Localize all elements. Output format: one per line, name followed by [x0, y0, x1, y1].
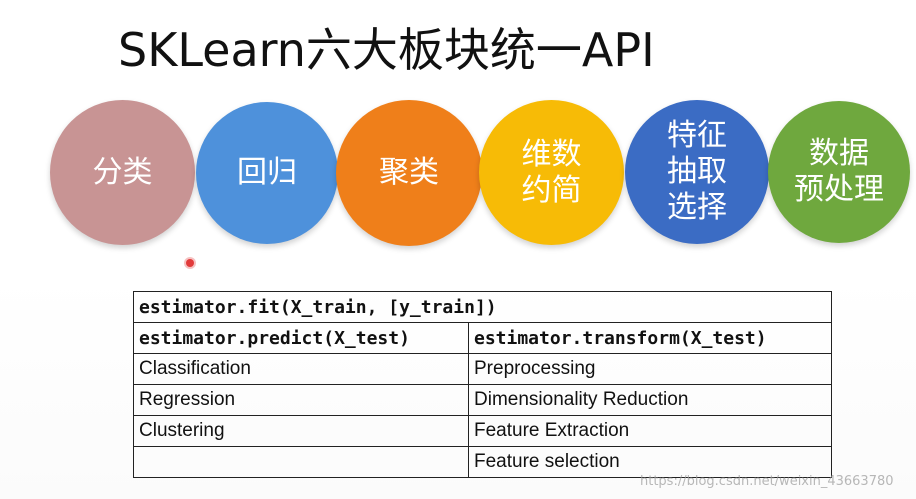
module-circle-clustering: 聚类	[336, 100, 482, 246]
module-circle-feature-extraction: 特征 抽取 选择	[625, 100, 769, 244]
slide-title: SKLearn六大板块统一API	[118, 23, 655, 77]
table-cell	[133, 446, 469, 478]
table-row: Clustering Feature Extraction	[133, 415, 832, 447]
module-circle-regression: 回归	[196, 102, 338, 244]
table-row: Classification Preprocessing	[133, 353, 832, 385]
module-label: 分类	[92, 154, 153, 190]
predict-cell: estimator.predict(X_test)	[133, 322, 469, 354]
module-circle-preprocessing: 数据 预处理	[768, 101, 910, 243]
module-label: 回归	[237, 155, 297, 190]
table-row: estimator.predict(X_test) estimator.tran…	[133, 322, 832, 354]
table-cell: Feature Extraction	[468, 415, 832, 447]
module-label: 特征 抽取 选择	[667, 118, 727, 225]
table-row: Regression Dimensionality Reduction	[133, 384, 832, 416]
table-cell: Preprocessing	[468, 353, 832, 385]
table-cell: Regression	[133, 384, 469, 416]
fit-cell: estimator.fit(X_train, [y_train])	[133, 291, 832, 323]
table-cell: Classification	[133, 353, 469, 385]
module-circle-classification: 分类	[50, 100, 195, 245]
module-label: 聚类	[379, 155, 439, 190]
table-cell: Dimensionality Reduction	[468, 384, 832, 416]
watermark-url: https://blog.csdn.net/weixin_43663780	[640, 474, 894, 489]
laser-pointer-dot	[186, 259, 194, 267]
table-row: estimator.fit(X_train, [y_train])	[133, 291, 832, 323]
module-label: 数据 预处理	[794, 136, 884, 207]
module-label: 维数 约简	[521, 136, 582, 208]
table-cell: Clustering	[133, 415, 469, 447]
module-circle-dimensionality-reduction: 维数 约简	[479, 100, 624, 245]
table-cell: Feature selection	[468, 446, 832, 478]
api-table: estimator.fit(X_train, [y_train]) estima…	[133, 291, 832, 478]
transform-cell: estimator.transform(X_test)	[468, 322, 832, 354]
table-row: Feature selection	[133, 446, 832, 478]
